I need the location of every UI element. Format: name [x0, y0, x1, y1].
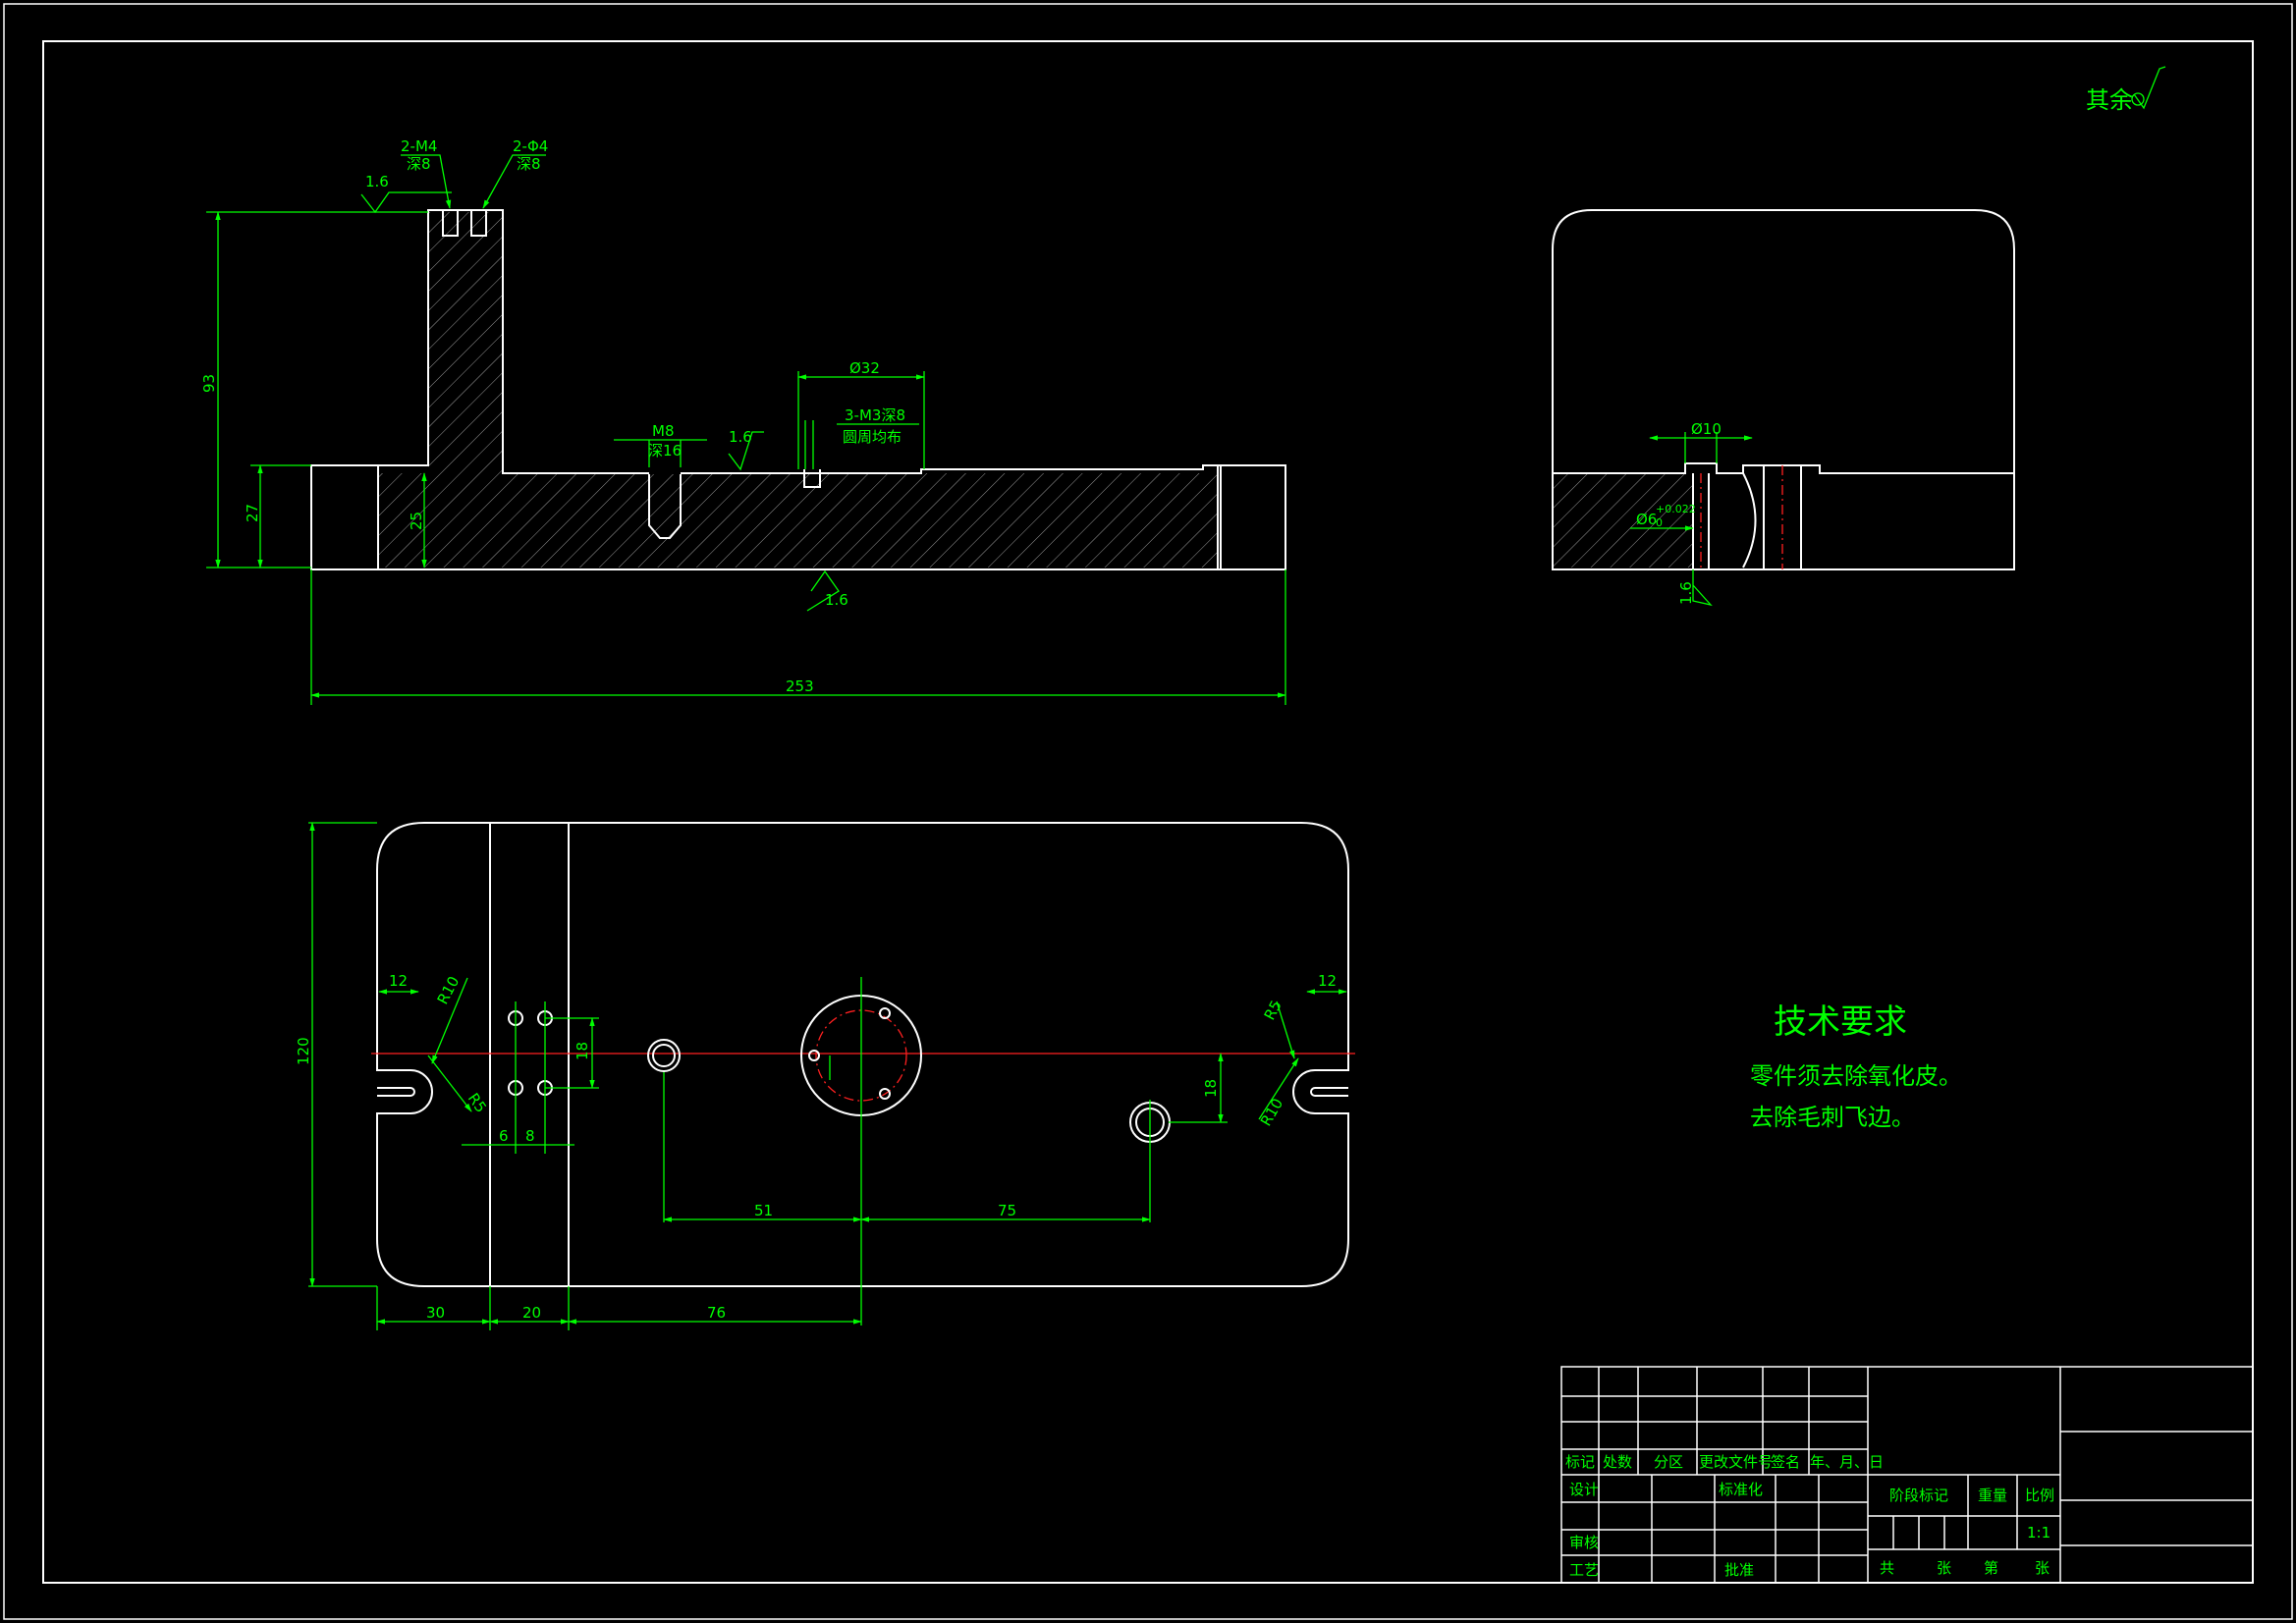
m8-depth: 深16 — [648, 442, 682, 460]
dim-30: 30 — [426, 1304, 445, 1322]
roughness-mid: 1.6 — [729, 428, 752, 446]
tb-sheets2: 张 — [2035, 1559, 2050, 1577]
technical-requirements: 技术要求 零件须去除氧化皮。 去除毛刺飞边。 — [1750, 1002, 1962, 1131]
dim-radius-right: R10 — [1257, 1095, 1286, 1129]
dim-slot-right: 12 — [1318, 972, 1337, 990]
dim-slot-left: 12 — [389, 972, 408, 990]
top-view: 120 12 R10 R5 12 R5 R10 18 6 8 18 51 75 — [295, 822, 1355, 1330]
m8-hole — [648, 473, 682, 539]
dim-bore: Ø32 — [849, 359, 880, 377]
dim-hole-offset: 6 — [499, 1127, 509, 1145]
dim-r-left-small: R5 — [465, 1090, 490, 1116]
tb-approve: 批准 — [1724, 1561, 1754, 1579]
m8-size: M8 — [652, 422, 675, 440]
tb-date: 年、月、日 — [1810, 1453, 1884, 1471]
dim-radius-left: R10 — [434, 973, 464, 1007]
dim-120: 120 — [295, 1037, 312, 1065]
dim-253: 253 — [786, 677, 814, 695]
tech-req-line2: 去除毛刺飞边。 — [1750, 1104, 1915, 1131]
dim-27: 27 — [244, 504, 261, 522]
thread-note-2-qty: 2-Φ4 — [513, 137, 548, 155]
front-view: 93 27 25 253 1.6 2-M4 深8 2-Φ4 深8 M8 深16 … — [200, 137, 1286, 705]
thread-note-1-depth: 深8 — [407, 155, 431, 173]
thread-note-1-qty: 2-M4 — [401, 137, 437, 155]
dim-25: 25 — [408, 512, 425, 530]
tolerance-lower: 0 — [1656, 516, 1663, 529]
tb-stage-mark: 阶段标记 — [1889, 1487, 1948, 1504]
side-roughness: 1.6 — [1677, 581, 1695, 605]
tb-weight: 重量 — [1978, 1487, 2007, 1504]
left-hole — [647, 1039, 681, 1072]
side-view: Ø10 Ø6 +0.022 0 1.6 — [1552, 209, 2015, 607]
tb-design: 设计 — [1569, 1481, 1599, 1498]
tb-standardization: 标准化 — [1719, 1481, 1763, 1498]
tb-review: 审核 — [1569, 1534, 1599, 1551]
dim-hole-pitch-y: 18 — [574, 1042, 591, 1060]
dim-75: 75 — [998, 1202, 1016, 1219]
tb-process: 工艺 — [1569, 1561, 1599, 1579]
top-outline — [376, 822, 1349, 1287]
bolt-note-pattern: 圆周均布 — [843, 428, 902, 446]
tolerance-upper: +0.022 — [1656, 503, 1696, 515]
dim-right-hole-y: 18 — [1202, 1079, 1220, 1098]
dim-pin: Ø6 — [1636, 511, 1657, 528]
tb-zone: 分区 — [1654, 1453, 1683, 1471]
side-section-hatch — [1553, 473, 1693, 568]
surface-finish-note: 其余 — [2086, 66, 2166, 114]
dim-76: 76 — [707, 1304, 726, 1322]
title-block: 标记 处数 分区 更改文件号 签名 年、月、日 设计 标准化 阶段标记 重量 比… — [1560, 1366, 2254, 1584]
outer-border — [3, 3, 2293, 1620]
tb-scale-value: 1:1 — [2027, 1524, 2050, 1542]
tb-change-doc: 更改文件号 — [1699, 1453, 1773, 1471]
surface-note-text: 其余 — [2086, 86, 2133, 114]
front-section-hatch — [378, 212, 1218, 568]
inner-border — [42, 40, 2254, 1584]
dim-20: 20 — [522, 1304, 541, 1322]
roughness-top: 1.6 — [365, 173, 389, 190]
tb-scale: 比例 — [2025, 1487, 2054, 1504]
roughness-bottom: 1.6 — [825, 591, 848, 609]
tech-req-line1: 零件须去除氧化皮。 — [1750, 1062, 1962, 1090]
dim-93: 93 — [200, 374, 218, 393]
dim-51: 51 — [754, 1202, 773, 1219]
dim-hole-pitch-x: 8 — [525, 1127, 535, 1145]
bolt-note-qty: 3-M3深8 — [845, 406, 905, 424]
dim-hole: Ø10 — [1691, 420, 1722, 438]
tech-req-title: 技术要求 — [1774, 1002, 1907, 1042]
side-outline — [1552, 209, 2015, 570]
thread-note-2-depth: 深8 — [517, 155, 541, 173]
tb-sheets: 张 — [1937, 1559, 1951, 1577]
tb-marker: 标记 — [1565, 1453, 1595, 1471]
tb-count: 处数 — [1603, 1453, 1632, 1471]
tb-total: 共 — [1880, 1559, 1894, 1577]
tb-signature: 签名 — [1771, 1453, 1800, 1471]
tb-no: 第 — [1984, 1559, 1998, 1577]
